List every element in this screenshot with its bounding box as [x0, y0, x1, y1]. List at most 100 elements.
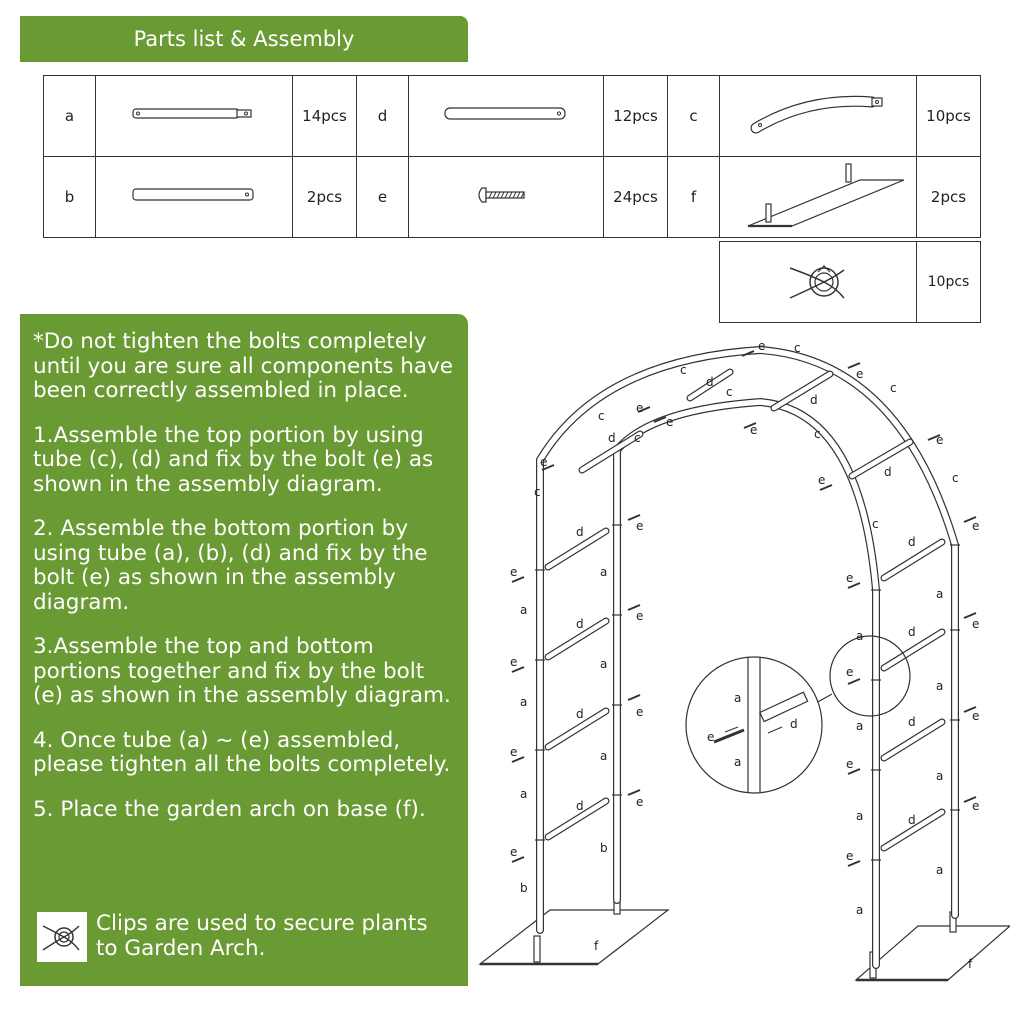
label-c: c [634, 431, 641, 445]
label-e: e [972, 799, 979, 813]
part-letter: c [667, 75, 720, 157]
label-c: c [534, 485, 541, 499]
base-plates [478, 893, 1010, 982]
label-e: e [856, 367, 863, 381]
label-e: e [818, 473, 825, 487]
label-e: e [707, 730, 714, 744]
label-d: d [908, 813, 916, 827]
label-c: c [598, 409, 605, 423]
part-qty: 14pcs [292, 75, 357, 157]
label-d: d [790, 717, 798, 731]
label-a: a [856, 629, 863, 643]
label-e: e [666, 415, 673, 429]
bolt-icon [511, 350, 977, 867]
parts-table: a 14pcs d 12pcs c [43, 75, 981, 238]
label-d: d [576, 799, 584, 813]
instruction-step: 3.Assemble the top and bottom portions t… [33, 634, 451, 708]
label-e: e [972, 709, 979, 723]
label-e: e [972, 617, 979, 631]
label-e: e [636, 795, 643, 809]
label-a: a [936, 863, 943, 877]
part-letter: a [43, 75, 96, 157]
part-qty: 24pcs [603, 156, 668, 238]
label-e: e [846, 757, 853, 771]
label-e: e [846, 665, 853, 679]
assembly-diagram: a a a a a a a a a a a a a a a a b b c c … [478, 339, 1010, 982]
label-e: e [636, 401, 643, 415]
base-plate-icon [719, 156, 917, 238]
instructions-panel: *Do not tighten the bolts completely unt… [20, 314, 468, 986]
part-qty: 12pcs [603, 75, 668, 157]
label-c: c [814, 427, 821, 441]
section-title: Parts list & Assembly [20, 16, 468, 62]
label-e: e [636, 609, 643, 623]
instruction-step: 4. Once tube (a) ~ (e) assembled, please… [33, 727, 451, 777]
table-row: a 14pcs d 12pcs c [43, 75, 981, 157]
label-c: c [680, 363, 687, 377]
diagram-labels: a a a a a a a a a a a a a a a a b b c c … [510, 339, 979, 971]
label-a: a [856, 719, 863, 733]
part-letter: d [356, 75, 409, 157]
label-a: a [600, 749, 607, 763]
label-e: e [750, 423, 757, 437]
short-tube-icon [95, 75, 293, 157]
label-f: f [968, 957, 973, 971]
part-letter: b [43, 156, 96, 238]
instruction-step: 1.Assemble the top portion by using tube… [33, 422, 434, 497]
table-row: b 2pcs e 24pcs f 2pcs [43, 156, 981, 238]
part-letter: e [356, 156, 409, 238]
label-e: e [846, 571, 853, 585]
label-e: e [510, 745, 517, 759]
label-d: d [810, 393, 818, 407]
label-e: e [936, 433, 943, 447]
label-a: a [734, 755, 741, 769]
curved-tube-icon [719, 75, 917, 157]
straight-tube-icon [408, 75, 604, 157]
label-e: e [846, 849, 853, 863]
label-d: d [908, 625, 916, 639]
label-a: a [520, 603, 527, 617]
label-b: b [600, 841, 608, 855]
label-a: a [936, 769, 943, 783]
label-d: d [576, 617, 584, 631]
label-b: b [520, 881, 528, 895]
detail-magnifier [685, 635, 911, 794]
label-d: d [608, 431, 616, 445]
instruction-step: 5. Place the garden arch on base (f). [33, 796, 426, 822]
label-e: e [510, 845, 517, 859]
clip-note-text: Clips are used to secure plants to Garde… [96, 911, 428, 961]
label-c: c [890, 381, 897, 395]
clip-icon [720, 242, 917, 322]
label-e: e [758, 339, 765, 353]
label-a: a [856, 903, 863, 917]
clip-icon [37, 912, 87, 962]
tube-joints [535, 524, 960, 861]
label-d: d [884, 465, 892, 479]
bolt-icon [408, 156, 604, 238]
label-c: c [952, 471, 959, 485]
label-c: c [872, 517, 879, 531]
part-qty: 2pcs [916, 156, 981, 238]
label-e: e [972, 519, 979, 533]
part-letter: f [667, 156, 720, 238]
instruction-note: *Do not tighten the bolts completely unt… [33, 329, 454, 403]
clip-part-row: 10pcs [719, 241, 981, 323]
label-d: d [706, 375, 714, 389]
label-e: e [510, 655, 517, 669]
long-tube-icon [95, 156, 293, 238]
label-a: a [856, 809, 863, 823]
part-qty: 2pcs [292, 156, 357, 238]
part-qty: 10pcs [927, 274, 970, 290]
clip-note: Clips are used to secure plants to Garde… [37, 911, 446, 962]
label-d: d [908, 535, 916, 549]
label-a: a [600, 565, 607, 579]
part-qty: 10pcs [916, 75, 981, 157]
label-a: a [520, 787, 527, 801]
label-d: d [576, 707, 584, 721]
label-a: a [936, 587, 943, 601]
label-d: d [576, 525, 584, 539]
label-c: c [726, 385, 733, 399]
instruction-step: 2. Assemble the bottom portion by using … [33, 516, 428, 615]
label-a: a [520, 695, 527, 709]
label-d: d [908, 715, 916, 729]
